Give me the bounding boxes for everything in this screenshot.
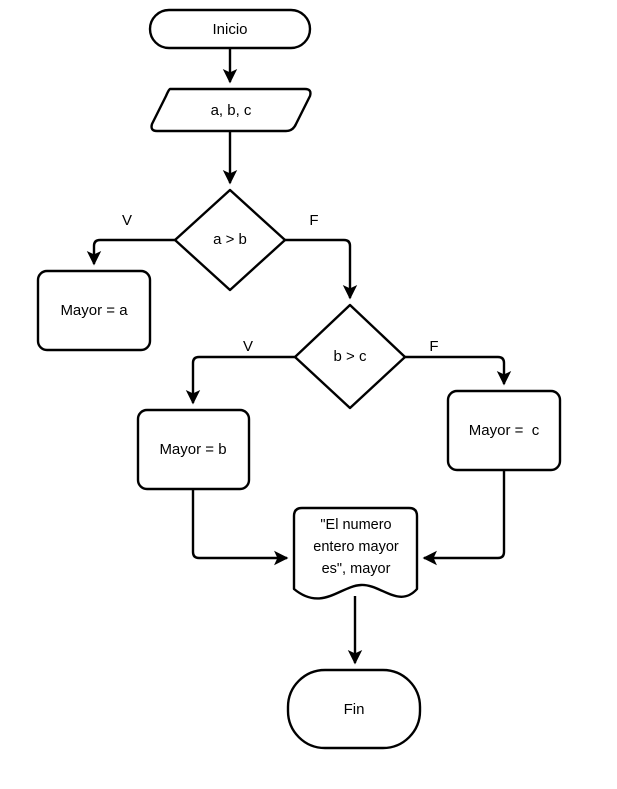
output-label-line3: es", mayor	[322, 561, 391, 577]
output-shape	[292, 506, 419, 600]
connector-process-c-to-output	[422, 470, 506, 566]
decision1-shape	[173, 188, 287, 292]
node-process-c[interactable]: Mayor = c	[446, 389, 562, 472]
start-label: Inicio	[212, 21, 247, 38]
end-label: Fin	[344, 701, 365, 718]
connector-decision1-true-to-process-a	[86, 238, 175, 266]
output-label-line1: "El numero	[320, 517, 391, 533]
branch-label-decision2-false: F	[429, 338, 438, 355]
decision1-label: a > b	[213, 231, 247, 248]
process-c-label: Mayor = c	[469, 422, 540, 439]
process-a-label: Mayor = a	[60, 302, 128, 319]
decision2-shape	[293, 303, 407, 410]
node-process-b[interactable]: Mayor = b	[136, 408, 251, 491]
input-shape	[150, 87, 312, 133]
node-output[interactable]: "El numero entero mayor es", mayor	[292, 506, 419, 600]
input-label: a, b, c	[211, 102, 252, 119]
branch-label-decision1-false: F	[309, 212, 318, 229]
node-start[interactable]: Inicio	[148, 8, 312, 50]
process-c-shape	[446, 389, 562, 472]
connectors	[86, 48, 512, 665]
end-shape	[286, 668, 422, 750]
connector-decision2-true-to-process-b	[185, 355, 295, 405]
output-label-line2: entero mayor	[313, 539, 399, 555]
node-input[interactable]: a, b, c	[150, 87, 312, 133]
node-decision1[interactable]: a > b	[173, 188, 287, 292]
node-decision2[interactable]: b > c	[293, 303, 407, 410]
process-a-shape	[36, 269, 152, 352]
decision2-label: b > c	[334, 348, 367, 365]
process-b-label: Mayor = b	[159, 441, 226, 458]
branch-label-decision1-true: V	[122, 212, 132, 229]
connector-decision1-false-to-decision2	[285, 238, 358, 300]
connector-decision2-false-to-process-c	[405, 355, 512, 386]
node-process-a[interactable]: Mayor = a	[36, 269, 152, 352]
branch-label-decision2-true: V	[243, 338, 253, 355]
start-shape	[148, 8, 312, 50]
connector-process-b-to-output	[191, 489, 289, 566]
node-end[interactable]: Fin	[286, 668, 422, 750]
process-b-shape	[136, 408, 251, 491]
